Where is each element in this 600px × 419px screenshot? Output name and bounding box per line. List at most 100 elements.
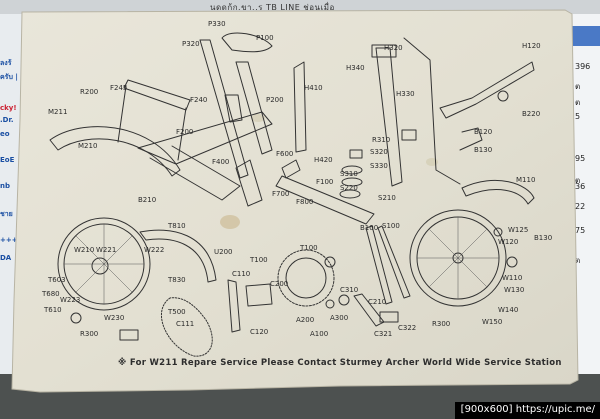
- small-part: [325, 299, 335, 309]
- left-row: ครับ |: [0, 73, 18, 81]
- label-h330: H330: [396, 90, 415, 98]
- left-row: cky!: [0, 104, 17, 112]
- label-b130: B130: [474, 146, 492, 154]
- bottom-bracket: [245, 283, 273, 307]
- right-row: 5: [575, 112, 581, 121]
- label-b100: B100: [360, 224, 378, 232]
- label-t830: T830: [167, 276, 186, 284]
- fork-frame: [235, 159, 263, 207]
- label-f100: F100: [316, 178, 333, 186]
- down-tube: [149, 145, 241, 201]
- label-b130b: B130: [534, 234, 552, 242]
- small-part: [339, 189, 361, 199]
- label-b220: B220: [522, 110, 540, 118]
- right-row: ต: [575, 98, 581, 107]
- label-h120: H120: [522, 42, 541, 50]
- label-s330: S330: [370, 162, 388, 170]
- label-w223: W223: [60, 296, 80, 304]
- label-c210: C210: [368, 298, 386, 306]
- rack-stay: [117, 85, 127, 143]
- fork-crown: [281, 159, 301, 179]
- seat-clamp: [224, 94, 243, 123]
- label-r200: R200: [80, 88, 98, 96]
- label-f400: F400: [212, 158, 229, 166]
- label-c111: C111: [176, 320, 194, 328]
- brake-lever: [459, 127, 483, 151]
- front-wheel-outer: [409, 209, 507, 307]
- leader-line: [403, 37, 461, 185]
- right-row: 95: [575, 154, 586, 163]
- small-part: [506, 256, 518, 268]
- label-f800: F800: [296, 198, 313, 206]
- label-p100: P100: [256, 34, 274, 42]
- front-fork: [365, 225, 393, 305]
- fork-blade: [377, 225, 411, 299]
- background-screen-title: นดดก้ก.ขา..ร TB LINE ช่อนเมื่อ: [210, 3, 335, 12]
- rear-fender: [49, 126, 181, 177]
- main-frame: [137, 111, 273, 165]
- label-a300: A300: [330, 314, 348, 322]
- label-h410: H410: [304, 84, 323, 92]
- frame-crossbar: [275, 175, 375, 225]
- part-labels: P330 P320 P100 P200 H340 H320 H330 H120 …: [41, 20, 552, 338]
- label-r310: R310: [372, 136, 390, 144]
- left-row: .Dr.: [0, 116, 14, 124]
- label-t500: T500: [167, 308, 186, 316]
- label-w150: W150: [482, 318, 502, 326]
- label-t100: T100: [299, 244, 318, 252]
- label-t603: T603: [47, 276, 66, 284]
- label-a100: A100: [310, 330, 328, 338]
- right-row: 22: [575, 202, 586, 211]
- label-w125: W125: [508, 226, 528, 234]
- label-f700: F700: [272, 190, 289, 198]
- label-t100b: T100: [249, 256, 268, 264]
- label-r300b: R300: [432, 320, 450, 328]
- label-s320: S320: [370, 148, 388, 156]
- label-w222: W222: [144, 246, 164, 254]
- label-c321: C321: [374, 330, 392, 338]
- diagram-footer-note: ※ For W211 Repare Service Please Contact…: [118, 357, 562, 368]
- small-part: [70, 312, 82, 324]
- seat-post: [199, 39, 249, 179]
- right-row: ต: [575, 82, 581, 91]
- label-s100: S100: [382, 222, 400, 230]
- handlebar-stem: [375, 47, 403, 187]
- label-f240: F240: [190, 96, 207, 104]
- label-t680: T680: [41, 290, 60, 298]
- left-row: ชาย: [0, 210, 13, 218]
- chain-guard-front: [139, 229, 217, 283]
- wheel-spokes: [64, 217, 499, 304]
- saddle: [221, 32, 273, 53]
- left-row: EoE: [0, 156, 15, 164]
- small-part: [341, 177, 363, 187]
- label-s210: S210: [378, 194, 396, 202]
- right-row: 36: [575, 182, 586, 191]
- label-r300: R300: [80, 330, 98, 338]
- label-f600: F600: [276, 150, 293, 158]
- small-part: [338, 294, 350, 306]
- label-p320: P320: [182, 40, 200, 48]
- label-b120: B120: [474, 128, 492, 136]
- paper-stain: [220, 215, 240, 229]
- label-h320: H320: [384, 44, 403, 52]
- label-w221: W221: [96, 246, 116, 254]
- right-row: ต: [575, 176, 581, 185]
- label-m110: M110: [516, 176, 535, 184]
- label-t810: T810: [167, 222, 186, 230]
- paper-sheet: [11, 9, 579, 393]
- chain: [160, 297, 213, 357]
- label-h340: H340: [346, 64, 365, 72]
- kickstand: [293, 61, 307, 153]
- small-part: [493, 227, 503, 237]
- left-row: DA: [0, 254, 12, 262]
- left-row: nb: [0, 182, 10, 190]
- label-m211: M211: [48, 108, 67, 116]
- label-p200: P200: [266, 96, 284, 104]
- background-screen-right-panel: 396 ต ต 5 95 ต 36 22 75 ต: [572, 14, 600, 374]
- right-row: 396: [575, 62, 591, 71]
- seat-tube-part: [235, 61, 273, 155]
- label-c200: C200: [270, 280, 288, 288]
- chainring: [277, 249, 335, 307]
- small-part: [401, 129, 417, 141]
